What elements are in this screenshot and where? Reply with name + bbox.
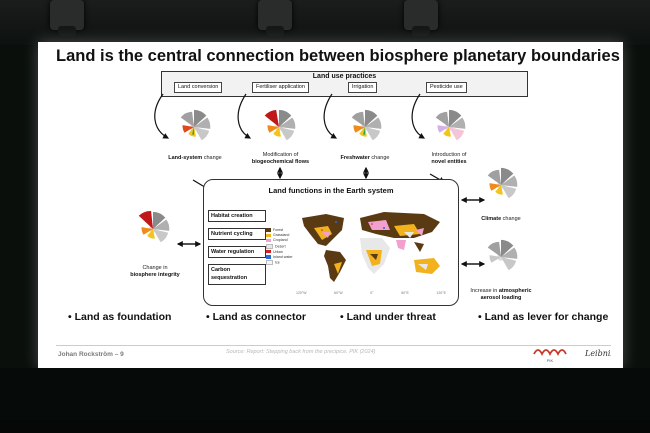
bullet-connector: • Land as connector [206, 311, 306, 323]
land-system-wheel-icon [180, 109, 211, 141]
bullet-threat: • Land under threat [340, 311, 436, 323]
slide-title: Land is the central connection between b… [56, 47, 620, 65]
practice-pesticide: Pesticide use [426, 82, 467, 93]
function-water: Water regulation [208, 246, 266, 258]
source-note: Source: Report: Stepping back from the p… [226, 349, 376, 355]
aerosol-wheel-icon [487, 239, 518, 271]
stage-ceiling [0, 0, 650, 45]
sponsor-strip [0, 420, 650, 433]
stage-light [50, 0, 84, 36]
land-use-practices-title: Land use practices [312, 73, 377, 80]
legend-item: Urban [266, 250, 293, 255]
legend-item: Grassland [266, 233, 293, 238]
practice-fertiliser: Fertiliser application [252, 82, 309, 93]
axis-tick: 120°E [436, 291, 446, 295]
land-functions-title: Land functions in the Earth system [268, 186, 394, 195]
legend-item: Inland water [266, 255, 293, 260]
axis-tick: 120°W [296, 291, 307, 295]
bullet-foundation: • Land as foundation [68, 311, 172, 323]
legend-item: Forest [266, 228, 293, 233]
connector-arrows [154, 93, 486, 267]
svg-text:PIK: PIK [547, 358, 554, 363]
function-habitat: Habitat creation [208, 210, 266, 222]
presentation-slide: Land is the central connection between b… [38, 42, 623, 368]
label-land-system: Land-system change [168, 155, 222, 161]
stage-light [404, 0, 438, 36]
axis-tick: 60°E [401, 291, 409, 295]
footer-divider [56, 345, 611, 346]
stage-floor [0, 368, 650, 420]
bullet-lever: • Land as lever for change [478, 311, 609, 323]
svg-text:Leibniz: Leibniz [584, 349, 611, 358]
climate-wheel-icon [487, 167, 518, 199]
freshwater-wheel-icon [351, 109, 382, 141]
legend-item: Ice [266, 259, 293, 266]
axis-tick: 60°W [334, 291, 343, 295]
stage-light [258, 0, 292, 36]
map-axis-labels: 120°W 60°W 0° 60°E 120°E [296, 291, 446, 295]
legend-item: Cropland [266, 238, 293, 243]
leibniz-logo-icon: Leibniz [584, 349, 611, 358]
biogeochemical-wheel-icon [264, 109, 296, 141]
axis-tick: 0° [370, 291, 374, 295]
biosphere-wheel-icon [138, 210, 170, 243]
practice-irrigation: Irrigation [348, 82, 378, 93]
label-climate: Climate change [481, 216, 521, 222]
map-legend: Forest Grassland Cropland Desert Urban I… [266, 228, 293, 266]
land-functions-box: Land functions in the Earth system Habit… [203, 179, 459, 306]
function-nutrient: Nutrient cycling [208, 228, 266, 240]
practice-land-conversion: Land conversion [174, 82, 223, 93]
world-land-cover-map [302, 212, 440, 282]
legend-item: Desert [266, 243, 293, 250]
presenter-name: Johan Rockström – 9 [58, 351, 124, 358]
novel-entities-wheel-icon [435, 109, 466, 141]
pik-logo-icon: PIK [533, 349, 567, 363]
label-freshwater: Freshwater change [340, 155, 390, 161]
